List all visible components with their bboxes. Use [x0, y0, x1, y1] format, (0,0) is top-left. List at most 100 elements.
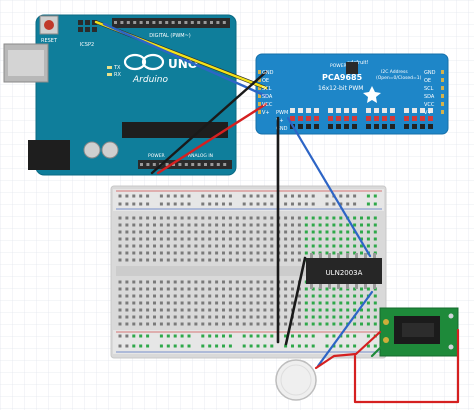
pwm-channel-pin	[382, 108, 387, 113]
breadboard-hole	[228, 294, 232, 298]
breadboard-hole	[132, 294, 136, 298]
breadboard-rail-hole	[263, 344, 267, 348]
pwm-subtitle: 16x12-bit PWM	[318, 85, 363, 92]
breadboard-rail-hole	[346, 334, 350, 338]
breadboard-hole	[118, 216, 122, 220]
breadboard-hole	[291, 258, 294, 262]
breadboard-hole	[284, 251, 288, 255]
ic-pin-bottom	[373, 283, 376, 289]
breadboard-hole	[366, 223, 370, 227]
breadboard-rail-hole	[373, 194, 377, 198]
pwm-right-pin	[441, 78, 444, 82]
pwm-channel-pin	[314, 124, 319, 129]
breadboard-hole	[263, 237, 267, 241]
breadboard-rail-hole	[187, 344, 191, 348]
breadboard-hole	[242, 258, 246, 262]
breadboard-rail-hole	[373, 202, 377, 206]
ic-pin-top	[355, 253, 358, 259]
breadboard-hole	[146, 308, 150, 312]
pwm-right-pin-sda: SDA	[424, 94, 435, 100]
breadboard-hole	[249, 322, 253, 326]
breadboard-hole	[194, 216, 198, 220]
pwm-right-pin-vcc: VCC	[424, 102, 435, 108]
breadboard-hole	[159, 294, 163, 298]
breadboard-rail-hole	[118, 202, 122, 206]
breadboard-hole	[139, 294, 143, 298]
rx-led	[107, 73, 112, 76]
breadboard-hole	[249, 258, 253, 262]
breadboard-rail-hole	[146, 202, 150, 206]
breadboard-hole	[263, 315, 267, 319]
breadboard-hole	[235, 237, 239, 241]
breadboard-rail-hole	[173, 344, 177, 348]
icsp2-pin	[78, 20, 83, 25]
breadboard-rail-hole	[125, 334, 129, 338]
breadboard-hole	[284, 237, 288, 241]
breadboard-hole	[325, 294, 329, 298]
breadboard-hole	[153, 322, 156, 326]
ic-pin-bottom	[319, 283, 322, 289]
breadboard-hole	[284, 280, 288, 284]
breadboard-hole	[187, 223, 191, 227]
breadboard-hole	[153, 237, 156, 241]
pwm-channel-pin	[366, 124, 371, 129]
breadboard-rail-hole	[201, 194, 205, 198]
pwm-pin-labels: GND OE SCL SDA VCC V+ GND OE SCL SDA VCC…	[262, 70, 436, 116]
breadboard-hole	[297, 315, 301, 319]
digital-pin	[146, 21, 149, 24]
breadboard-hole	[208, 223, 212, 227]
breadboard-rail-hole	[256, 344, 260, 348]
breadboard-hole	[270, 294, 274, 298]
breadboard-hole	[132, 237, 136, 241]
breadboard-hole	[284, 315, 288, 319]
uln2003a-pins	[310, 253, 376, 289]
breadboard-hole	[366, 322, 370, 326]
breadboard-hole	[235, 216, 239, 220]
breadboard-rail-hole	[215, 344, 219, 348]
breadboard-hole	[339, 230, 343, 234]
breadboard-hole	[173, 315, 177, 319]
breadboard-hole	[139, 230, 143, 234]
breadboard-hole	[187, 216, 191, 220]
breadboard-rail-hole	[215, 194, 219, 198]
breadboard-hole	[270, 287, 274, 291]
wire-jack-ground	[370, 342, 386, 358]
breadboard-hole	[208, 301, 212, 305]
breadboard-rail-hole	[222, 334, 225, 338]
icsp2-pin	[78, 27, 83, 32]
breadboard-hole	[208, 237, 212, 241]
pwm-channel-pin	[298, 108, 303, 113]
breadboard-rail-hole	[208, 334, 212, 338]
breadboard-hole	[311, 308, 315, 312]
pwm-channel-pin	[428, 108, 433, 113]
breadboard-hole	[180, 258, 184, 262]
breadboard-rail-hole	[139, 344, 143, 348]
pwm-channel-pin	[328, 124, 333, 129]
breadboard-hole	[146, 223, 150, 227]
breadboard-hole	[325, 308, 329, 312]
logo-loop-left	[123, 53, 147, 71]
power-analog-pin	[178, 163, 182, 166]
pwm-left-pin-vplus: V+	[262, 110, 270, 116]
ic-pin-bottom	[346, 283, 349, 289]
breadboard-rail-hole	[284, 194, 288, 198]
breadboard-hole	[291, 301, 294, 305]
breadboard-hole	[256, 315, 260, 319]
pwm-channel-pin	[382, 116, 387, 121]
breadboard-hole	[125, 308, 129, 312]
breadboard-hole	[194, 294, 198, 298]
breadboard-hole	[242, 301, 246, 305]
breadboard-hole	[366, 244, 370, 248]
pwm-channel-pin	[420, 124, 425, 129]
pwm-right-pin	[441, 94, 444, 98]
breadboard-hole	[139, 287, 143, 291]
breadboard-hole	[159, 322, 163, 326]
breadboard-hole	[318, 301, 322, 305]
pwm-channel-pin	[344, 116, 349, 121]
breadboard-hole	[187, 287, 191, 291]
breadboard-hole	[325, 244, 329, 248]
breadboard-hole	[235, 315, 239, 319]
breadboard-hole	[118, 315, 122, 319]
breadboard-hole	[360, 251, 363, 255]
